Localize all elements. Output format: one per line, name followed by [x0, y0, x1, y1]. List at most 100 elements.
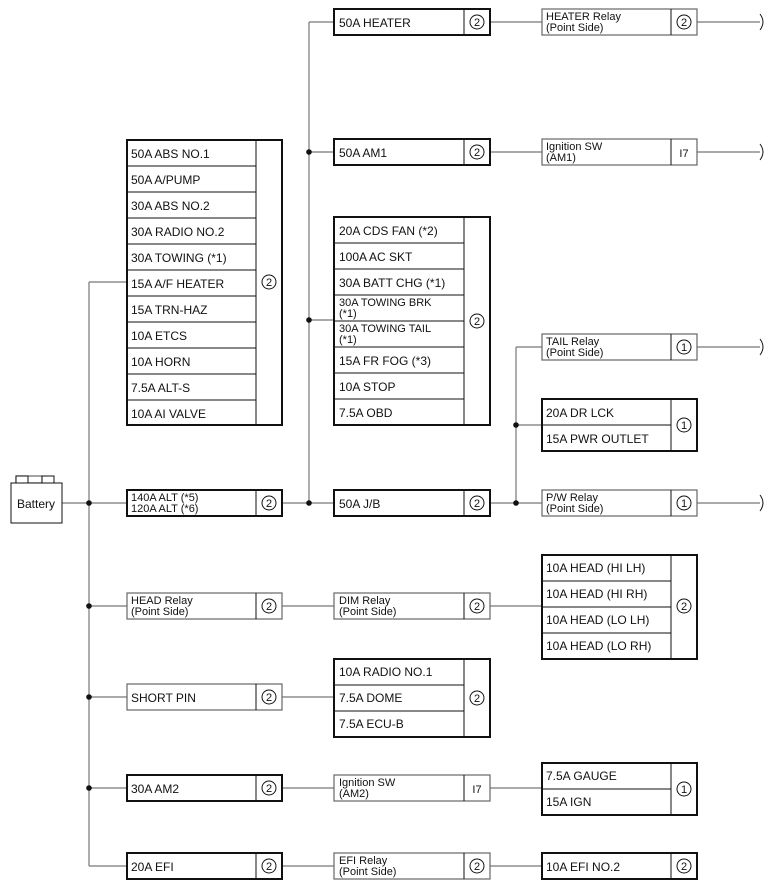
radio-group-item-1: 10A RADIO NO.1: [339, 665, 433, 679]
am2-fuse-label: 30A AM2: [131, 782, 179, 796]
radio-group-item-3: 7.5A ECU-B: [339, 717, 404, 731]
jb-fuse-location: 2: [474, 498, 480, 510]
heater-fuse: 50A HEATER 2: [333, 8, 491, 36]
radio-group: 10A RADIO NO.1 7.5A DOME 7.5A ECU-B 2: [333, 658, 491, 738]
head-relay-label-2: (Point Side): [131, 606, 188, 618]
head-relay-label-1: HEAD Relay: [131, 595, 193, 607]
am2-fuse-location: 2: [266, 783, 272, 795]
alt-fuse: 140A ALT (*5) 120A ALT (*6) 2: [126, 489, 283, 517]
ignition-sw-am1-label-1: Ignition SW: [546, 141, 603, 153]
fuse-left-item: 15A TRN-HAZ: [131, 303, 207, 317]
jb-fuse-label: 50A J/B: [339, 497, 380, 511]
fuse-mid-item: 100A AC SKT: [339, 250, 413, 264]
alt-fuse-label-2: 120A ALT (*6): [131, 503, 198, 515]
short-pin-location: 2: [266, 692, 272, 704]
efi-relay: EFI Relay (Point Side) 2: [333, 852, 491, 880]
fuse-group-left: 50A ABS NO.1 50A A/PUMP 30A ABS NO.2 30A RA…: [126, 139, 283, 426]
efi-no2-fuse-location: 2: [681, 861, 687, 873]
efi-fuse: 20A EFI 2: [126, 852, 283, 880]
fuse-left-item: 30A RADIO NO.2: [131, 225, 225, 239]
short-pin-label: SHORT PIN: [131, 691, 196, 705]
ignition-sw-am2-label-1: Ignition SW: [339, 777, 396, 789]
dim-relay: DIM Relay (Point Side) 2: [333, 592, 491, 620]
pw-relay: P/W Relay (Point Side) 1: [541, 489, 698, 517]
heater-fuse-location: 2: [474, 17, 480, 29]
head-fuse-1: 10A HEAD (HI LH): [546, 561, 645, 575]
fuse-left-item: 30A ABS NO.2: [131, 199, 210, 213]
efi-fuse-location: 2: [266, 861, 272, 873]
fuse-left-item: 50A A/PUMP: [131, 173, 200, 187]
radio-group-location: 2: [474, 693, 480, 705]
heater-relay-label-1: HEATER Relay: [546, 11, 621, 23]
gauge-item-2: 15A IGN: [546, 795, 591, 809]
am1-fuse-label: 50A AM1: [339, 146, 387, 160]
efi-relay-label-1: EFI Relay: [339, 855, 388, 867]
alt-fuse-location: 2: [266, 498, 272, 510]
am1-fuse-location: 2: [474, 147, 480, 159]
dr-lck-group-location: 1: [681, 420, 687, 432]
dr-lck-item-1: 20A DR LCK: [546, 406, 614, 420]
gauge-group: 7.5A GAUGE 15A IGN 1: [541, 762, 698, 816]
tail-relay-location: 1: [681, 342, 687, 354]
dr-lck-group: 20A DR LCK 15A PWR OUTLET 1: [541, 398, 698, 452]
gauge-item-1: 7.5A GAUGE: [546, 769, 617, 783]
tail-relay-label-1: TAIL Relay: [546, 336, 600, 348]
head-fuses: 10A HEAD (HI LH) 10A HEAD (HI RH) 10A HE…: [541, 554, 698, 660]
fuse-left-item: 10A ETCS: [131, 329, 187, 343]
ignition-sw-am1: Ignition SW (AM1) I7: [541, 138, 698, 166]
tail-relay-label-2: (Point Side): [546, 347, 603, 359]
gauge-group-location: 1: [681, 784, 687, 796]
fuse-mid-item: 20A CDS FAN (*2): [339, 224, 438, 238]
dim-relay-label-2: (Point Side): [339, 606, 396, 618]
battery-symbol: Battery: [10, 475, 63, 524]
fuse-left-item: 10A AI VALVE: [131, 407, 206, 421]
am1-fuse: 50A AM1 2: [333, 138, 491, 166]
heater-relay-label-2: (Point Side): [546, 22, 603, 34]
efi-no2-fuse-label: 10A EFI NO.2: [546, 860, 620, 874]
fuse-left-item: 10A HORN: [131, 355, 190, 369]
fuse-mid-item: 15A FR FOG (*3): [339, 354, 431, 368]
am2-fuse: 30A AM2 2: [126, 774, 283, 802]
ignition-sw-am2-location: I7: [472, 784, 481, 796]
dim-relay-location: 2: [474, 601, 480, 613]
heater-relay: HEATER Relay (Point Side) 2: [541, 8, 698, 36]
fuse-left-item: 15A A/F HEATER: [131, 277, 224, 291]
efi-relay-location: 2: [474, 861, 480, 873]
head-fuse-4: 10A HEAD (LO RH): [546, 639, 651, 653]
efi-relay-label-2: (Point Side): [339, 866, 396, 878]
efi-fuse-label: 20A EFI: [131, 860, 174, 874]
fuse-mid-item: 30A TOWING TAIL(*1): [339, 323, 431, 346]
ignition-sw-am1-location: I7: [679, 148, 688, 160]
efi-no2-fuse: 10A EFI NO.2 2: [541, 852, 698, 880]
fuse-mid-item: 7.5A OBD: [339, 406, 393, 420]
fuse-left-item: 50A ABS NO.1: [131, 147, 210, 161]
heater-relay-location: 2: [681, 17, 687, 29]
fuse-group-mid-location: 2: [474, 316, 480, 328]
head-relay: HEAD Relay (Point Side) 2: [126, 592, 283, 620]
heater-fuse-label: 50A HEATER: [339, 16, 411, 30]
short-pin: SHORT PIN 2: [126, 683, 283, 711]
pw-relay-label-1: P/W Relay: [546, 492, 598, 504]
radio-group-item-2: 7.5A DOME: [339, 691, 402, 705]
ignition-sw-am2-label-2: (AM2): [339, 788, 369, 800]
pw-relay-label-2: (Point Side): [546, 503, 603, 515]
ignition-sw-am2: Ignition SW (AM2) I7: [333, 774, 491, 802]
head-relay-location: 2: [266, 601, 272, 613]
fuse-mid-item: 30A TOWING BRK(*1): [339, 297, 432, 320]
alt-fuse-label-1: 140A ALT (*5): [131, 492, 198, 504]
fuse-left-item: 7.5A ALT-S: [131, 381, 190, 395]
fuse-mid-item: 10A STOP: [339, 380, 395, 394]
head-fuses-location: 2: [681, 601, 687, 613]
pw-relay-location: 1: [681, 498, 687, 510]
dr-lck-item-2: 15A PWR OUTLET: [546, 432, 649, 446]
battery-label: Battery: [17, 497, 55, 511]
dim-relay-label-1: DIM Relay: [339, 595, 391, 607]
fuse-group-left-location: 2: [266, 277, 272, 289]
head-fuse-2: 10A HEAD (HI RH): [546, 587, 647, 601]
ignition-sw-am1-label-2: (AM1): [546, 152, 576, 164]
tail-relay: TAIL Relay (Point Side) 1: [541, 333, 698, 361]
head-fuse-3: 10A HEAD (LO LH): [546, 613, 649, 627]
jb-fuse: 50A J/B 2: [333, 489, 491, 517]
